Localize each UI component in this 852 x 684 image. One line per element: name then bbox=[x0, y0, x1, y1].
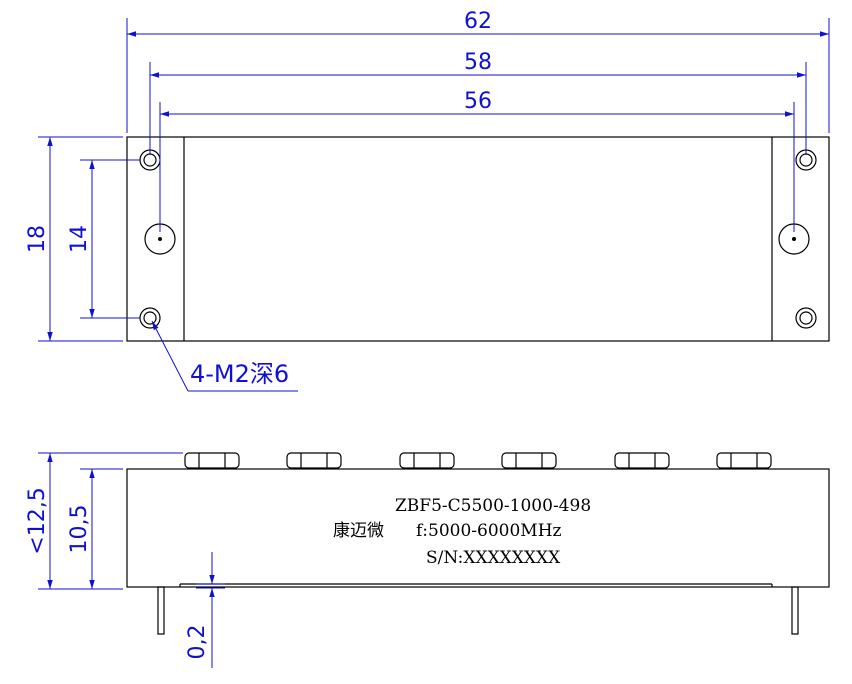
nameplate-frequency: f:5000-6000MHz bbox=[416, 521, 562, 541]
dimension-62: 62 bbox=[126, 9, 830, 133]
mounting-hole-bottom-left bbox=[139, 307, 161, 329]
dimension-label-0-2: 0,2 bbox=[185, 625, 210, 660]
dimension-label-18: 18 bbox=[25, 225, 50, 253]
nameplate-serial: S/N:XXXXXXXX bbox=[426, 548, 561, 568]
pin-left bbox=[157, 586, 165, 635]
dimension-label-56: 56 bbox=[464, 89, 492, 114]
dimension-18: 18 bbox=[25, 136, 123, 342]
side-view: ZBF5-C5500-1000-498 康迈微 f:5000-6000MHz S… bbox=[25, 452, 830, 668]
nut-5 bbox=[614, 452, 670, 469]
dimension-label-58: 58 bbox=[464, 50, 492, 75]
nut-4 bbox=[501, 452, 557, 469]
top-view-outline bbox=[126, 136, 830, 342]
hole-callout: 4-M2深6 bbox=[151, 320, 298, 392]
nut-2 bbox=[286, 452, 342, 469]
pin-right bbox=[791, 586, 799, 635]
nut-6 bbox=[716, 452, 772, 469]
side-view-body bbox=[126, 468, 830, 588]
dimension-label-14: 14 bbox=[67, 225, 92, 253]
hole-callout-label: 4-M2深6 bbox=[190, 360, 289, 388]
dimension-label-62: 62 bbox=[464, 9, 492, 34]
dimension-56: 56 bbox=[159, 89, 795, 232]
dimension-10-5: 10,5 bbox=[67, 468, 123, 590]
dimension-14: 14 bbox=[67, 159, 140, 319]
dimension-0-2: 0,2 bbox=[185, 552, 225, 668]
nameplate-brand: 康迈微 bbox=[333, 521, 384, 541]
dimension-label-10-5: 10,5 bbox=[67, 505, 92, 554]
dimension-label-12-5: <12,5 bbox=[25, 487, 50, 554]
dimension-12-5: <12,5 bbox=[25, 452, 183, 590]
top-view: 62 58 56 18 14 bbox=[25, 9, 830, 392]
dimension-58: 58 bbox=[149, 50, 807, 154]
nameplate-model: ZBF5-C5500-1000-498 bbox=[395, 496, 591, 516]
mounting-hole-bottom-right bbox=[795, 307, 817, 329]
nut-3 bbox=[399, 452, 455, 469]
nut-1 bbox=[184, 452, 240, 469]
